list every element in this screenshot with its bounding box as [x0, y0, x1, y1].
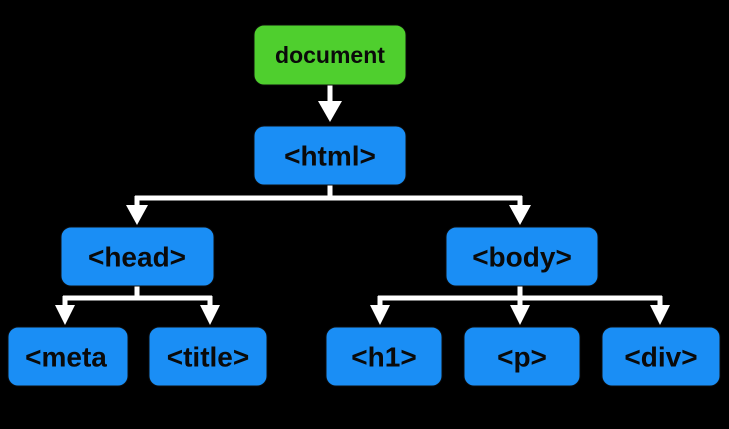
- node-html-label: <html>: [284, 141, 376, 172]
- node-div-label: <div>: [624, 342, 697, 373]
- node-html: <html>: [253, 125, 407, 186]
- node-h1-box: [325, 326, 443, 387]
- node-body: <body>: [445, 226, 599, 287]
- node-meta: <meta: [7, 326, 129, 387]
- arrowhead-head: [126, 205, 148, 225]
- arrowhead-meta: [55, 305, 75, 325]
- arrowhead-html: [318, 101, 342, 122]
- node-html-box: [253, 125, 407, 186]
- node-document: document: [253, 24, 407, 86]
- node-p-box: [463, 326, 581, 387]
- node-p: <p>: [463, 326, 581, 387]
- node-meta-box: [7, 326, 129, 387]
- connectors: [55, 85, 670, 325]
- arrowhead-p: [510, 305, 530, 325]
- node-body-box: [445, 226, 599, 287]
- node-meta-label: <meta: [25, 342, 107, 373]
- arrowhead-body: [509, 205, 531, 225]
- node-title-box: [148, 326, 268, 387]
- node-head: <head>: [60, 226, 215, 287]
- arrowhead-title: [200, 305, 220, 325]
- node-p-label: <p>: [497, 342, 547, 373]
- arrowhead-div: [650, 305, 670, 325]
- node-div: <div>: [601, 326, 721, 387]
- node-document-box: [253, 24, 407, 86]
- node-div-box: [601, 326, 721, 387]
- node-h1: <h1>: [325, 326, 443, 387]
- arrowhead-h1: [370, 305, 390, 325]
- node-document-label: document: [275, 42, 385, 68]
- node-head-box: [60, 226, 215, 287]
- node-head-label: <head>: [88, 242, 186, 273]
- node-h1-label: <h1>: [351, 342, 416, 373]
- node-title-label: <title>: [167, 342, 249, 373]
- node-body-label: <body>: [472, 242, 572, 273]
- node-title: <title>: [148, 326, 268, 387]
